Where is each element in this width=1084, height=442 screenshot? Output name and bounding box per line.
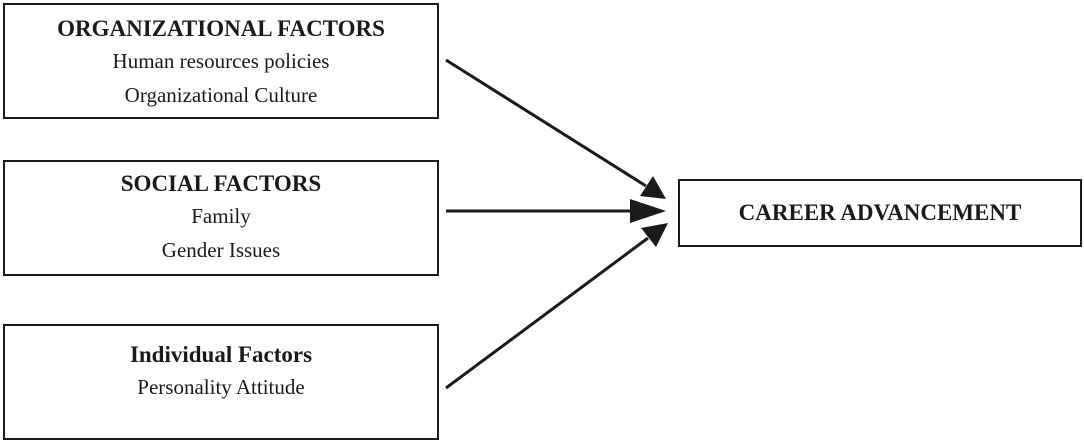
individual-item-personality-attitude: Personality Attitude xyxy=(137,375,305,399)
social-factors-title: SOCIAL FACTORS xyxy=(120,171,322,196)
social-factors-box: SOCIAL FACTORS Family Gender Issues xyxy=(3,160,439,276)
arrow-social-to-career xyxy=(446,199,666,223)
organizational-item-hr-policies: Human resources policies xyxy=(112,49,330,73)
arrow-individual-to-career xyxy=(445,223,668,390)
individual-factors-title: Individual Factors xyxy=(129,342,313,367)
career-advancement-title: CAREER ADVANCEMENT xyxy=(738,200,1022,225)
individual-factors-box: Individual Factors Personality Attitude xyxy=(3,324,439,440)
organizational-item-culture: Organizational Culture xyxy=(124,83,318,107)
social-item-gender-issues: Gender Issues xyxy=(161,238,281,262)
organizational-factors-box: ORGANIZATIONAL FACTORS Human resources p… xyxy=(3,3,439,119)
organizational-factors-title: ORGANIZATIONAL FACTORS xyxy=(57,16,385,41)
career-advancement-box: CAREER ADVANCEMENT xyxy=(678,179,1082,247)
arrow-organizational-to-career xyxy=(445,58,666,199)
social-item-family: Family xyxy=(191,204,251,228)
